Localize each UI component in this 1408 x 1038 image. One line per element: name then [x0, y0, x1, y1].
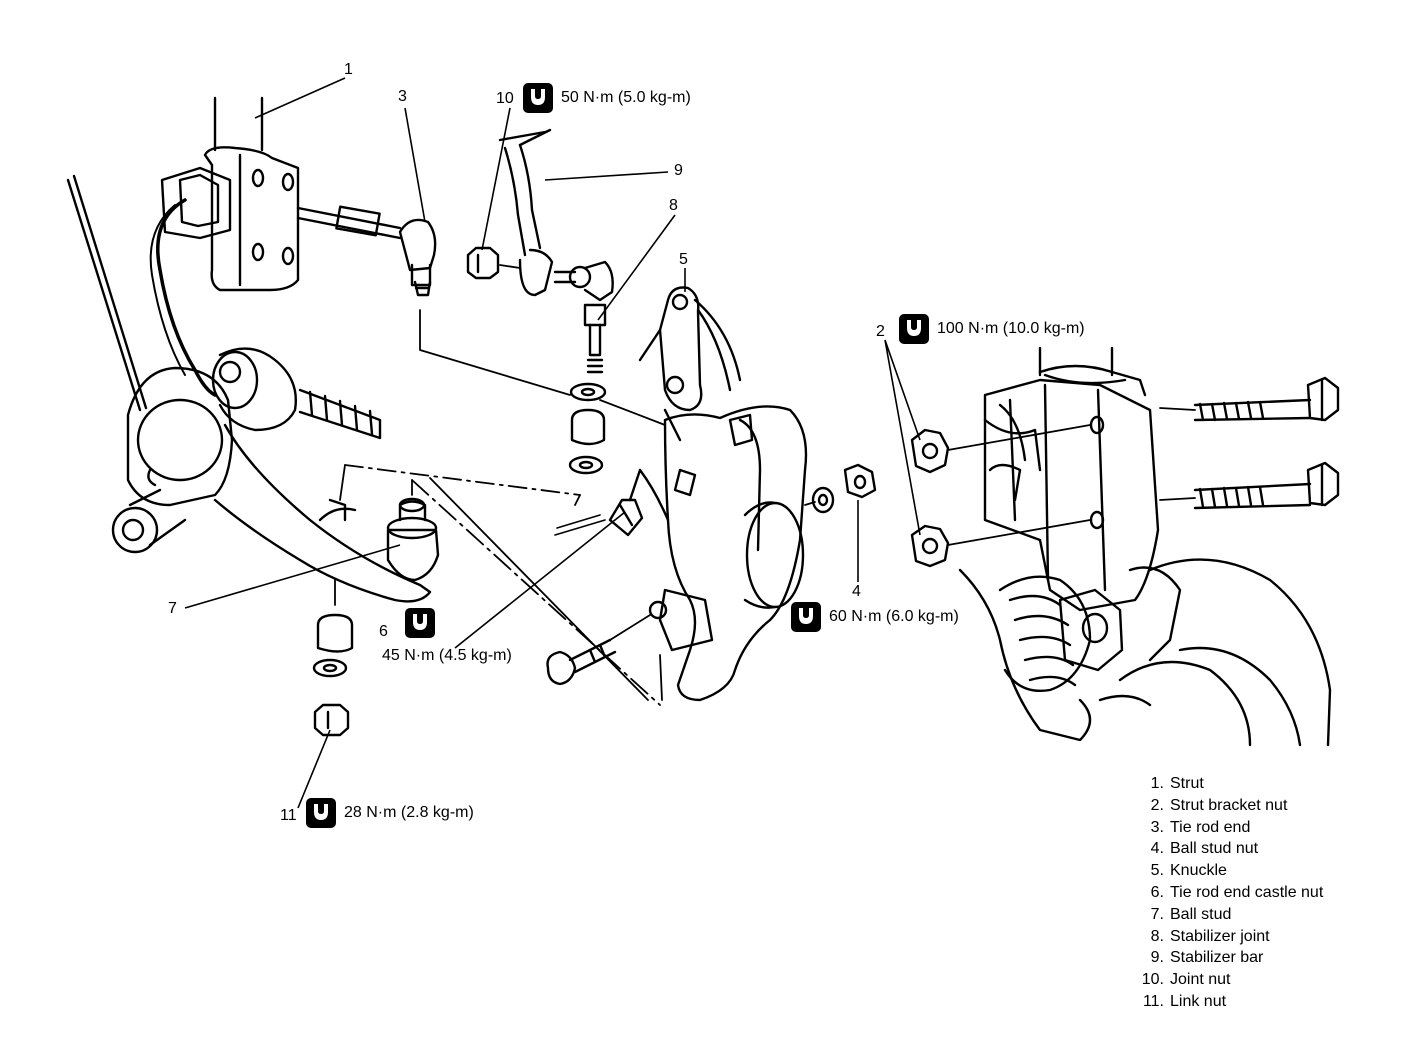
legend-label: Joint nut: [1170, 971, 1231, 989]
legend-item: 6. Tie rod end castle nut: [1130, 882, 1324, 904]
legend-item: 7. Ball stud: [1130, 904, 1323, 926]
torque-joint-nut: 50 N·m (5.0 kg-m): [523, 83, 691, 113]
torque-wrench-icon: [523, 83, 553, 113]
callout-2: 2: [876, 323, 885, 340]
legend-item: 3. Tie rod end: [1130, 817, 1323, 839]
callout-1: 1: [344, 61, 353, 78]
torque-wrench-icon: [306, 798, 336, 828]
legend-label: Stabilizer joint: [1170, 927, 1270, 945]
legend-num: 6.: [1150, 883, 1164, 901]
callout-10: 10: [496, 90, 514, 107]
legend-label: Strut: [1170, 775, 1204, 792]
legend-label: Tie rod end castle nut: [1170, 883, 1324, 901]
legend-num: 10.: [1141, 971, 1164, 989]
legend-item: 1. Strut: [1130, 773, 1323, 795]
callout-7: 7: [168, 600, 177, 617]
callout-5: 5: [679, 251, 688, 268]
legend-num: 5.: [1150, 862, 1164, 880]
callout-3: 3: [398, 88, 407, 105]
legend-item: 5. Knuckle: [1130, 860, 1323, 882]
callout-8: 8: [669, 197, 678, 214]
legend-num: 3.: [1150, 818, 1164, 836]
parts-legend: 1. Strut 2. Strut bracket nut 3. Tie rod en…: [1130, 773, 1324, 1013]
legend-item: 11. Link nut: [1130, 991, 1323, 1013]
torque-wrench-icon: [899, 314, 929, 344]
callout-11: 11: [280, 807, 297, 824]
torque-wrench-icon: [405, 608, 435, 638]
legend-item: 9. Stabilizer bar: [1130, 947, 1323, 969]
legend-num: 2.: [1150, 796, 1164, 814]
torque-value: 60 N·m (6.0 kg-m): [829, 608, 959, 625]
legend-label: Link nut: [1170, 992, 1227, 1010]
callout-4: 4: [852, 583, 861, 600]
legend-num: 1.: [1150, 775, 1164, 792]
legend-label: Tie rod end: [1170, 818, 1251, 836]
torque-ball-stud-nut: 60 N·m (6.0 kg-m): [791, 602, 959, 632]
torque-value: 50 N·m (5.0 kg-m): [561, 89, 691, 106]
legend-item: 10. Joint nut: [1130, 969, 1323, 991]
callout-6: 6: [379, 623, 388, 640]
torque-value: 28 N·m (2.8 kg-m): [344, 804, 474, 821]
legend-item: 2. Strut bracket nut: [1130, 795, 1323, 817]
torque-castle-nut: 45 N·m (4.5 kg-m): [382, 647, 512, 664]
legend-label: Knuckle: [1170, 862, 1227, 880]
torque-strut-bracket-nut: 100 N·m (10.0 kg-m): [899, 314, 1085, 344]
legend-num: 9.: [1150, 949, 1164, 967]
legend-item: 8. Stabilizer joint: [1130, 926, 1323, 948]
legend-item: 4. Ball stud nut: [1130, 838, 1323, 860]
legend-label: Strut bracket nut: [1170, 796, 1288, 814]
legend-num: 11.: [1142, 992, 1164, 1010]
legend-label: Stabilizer bar: [1170, 949, 1264, 967]
torque-link-nut: 28 N·m (2.8 kg-m): [306, 798, 474, 828]
torque-value: 100 N·m (10.0 kg-m): [937, 320, 1085, 337]
torque-wrench-icon: [791, 602, 821, 632]
legend-num: 4.: [1150, 840, 1164, 858]
legend-num: 7.: [1150, 905, 1164, 923]
legend-num: 8.: [1150, 927, 1164, 945]
callout-9: 9: [674, 162, 683, 179]
legend-label: Ball stud: [1170, 905, 1232, 923]
legend-label: Ball stud nut: [1170, 840, 1259, 858]
